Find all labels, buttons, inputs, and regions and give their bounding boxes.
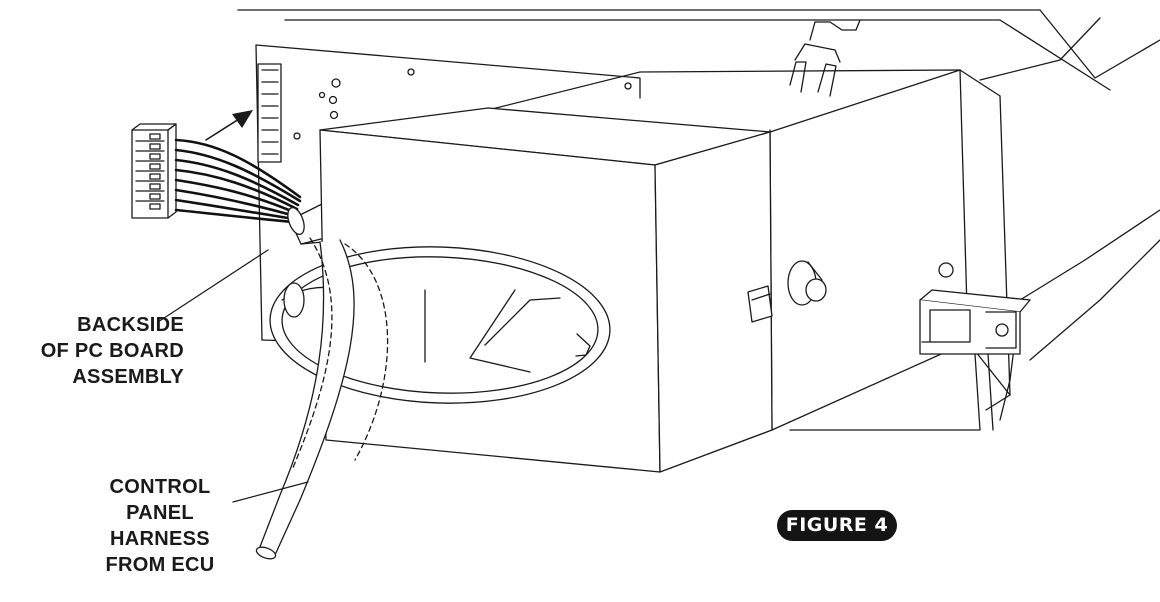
pc-board-callout-line-2: OF PC BOARD bbox=[40, 340, 184, 362]
harness-callout-line-3: HARNESS bbox=[110, 528, 210, 550]
figure-number-badge: FIGURE 4 bbox=[777, 510, 897, 541]
harness-tube bbox=[255, 237, 389, 560]
side-latch bbox=[747, 285, 773, 323]
pc-board-callout-line-3: ASSEMBLY bbox=[72, 366, 184, 388]
pc-board-leader-line bbox=[157, 249, 269, 323]
top-clip bbox=[789, 19, 861, 97]
leader-lines bbox=[157, 249, 309, 503]
harness-callout-line-4: FROM ECU bbox=[105, 554, 215, 576]
side-knob bbox=[787, 260, 827, 306]
insertion-arrow bbox=[205, 110, 253, 141]
mounting-bracket bbox=[789, 289, 1031, 431]
harness-plug bbox=[131, 123, 177, 219]
harness-wires bbox=[174, 138, 302, 224]
board-connector-header bbox=[257, 63, 282, 163]
pc-board-callout: BACKSIDE OF PC BOARD ASSEMBLY bbox=[0, 312, 184, 390]
pc-board-callout-line-1: BACKSIDE bbox=[77, 314, 184, 336]
harness-callout-line-1: CONTROL bbox=[109, 476, 211, 498]
harness-callout-line-2: PANEL bbox=[126, 502, 194, 524]
harness-callout: CONTROL PANEL HARNESS FROM ECU bbox=[80, 474, 240, 578]
harness-leader-line bbox=[232, 481, 309, 503]
oval-bezel bbox=[269, 246, 611, 404]
